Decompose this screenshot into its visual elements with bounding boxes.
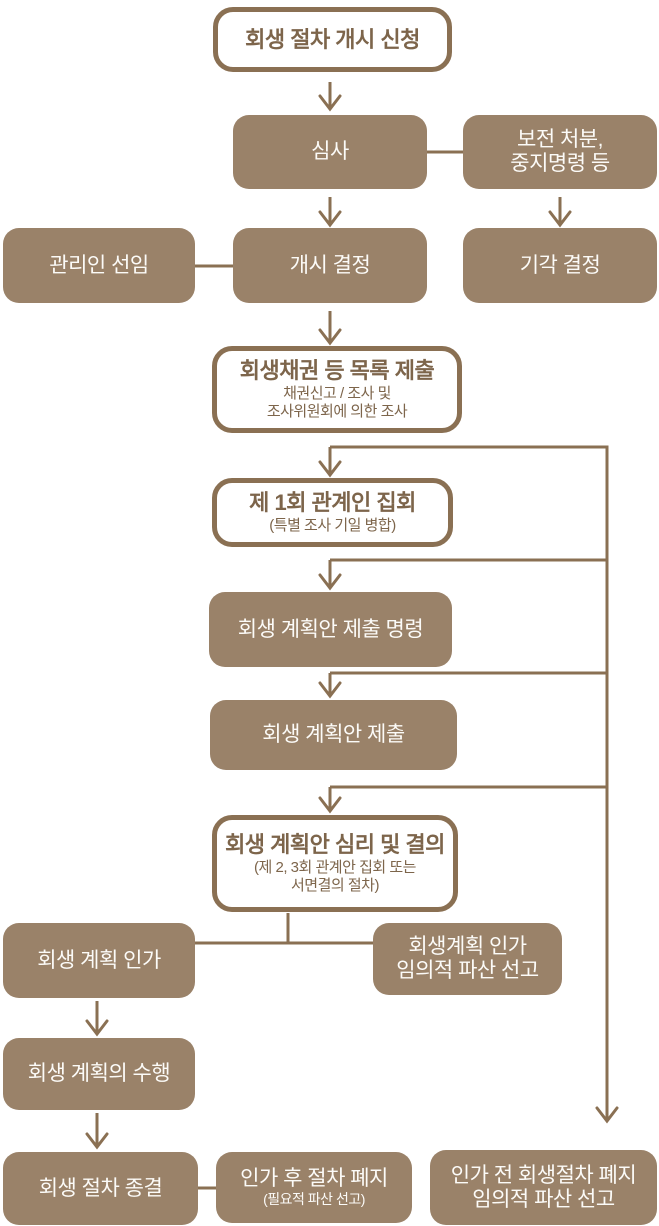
node-plan-submission: 회생 계획안 제출 xyxy=(210,700,457,770)
node-title: 회생 계획의 수행 xyxy=(27,1062,171,1086)
node-title: 회생 계획안 제출 xyxy=(262,723,405,747)
node-commencement-decision: 개시 결정 xyxy=(233,228,427,303)
node-title: 인가 전 회생절차 폐지 임의적 파산 선고 xyxy=(450,1163,637,1211)
node-screening: 심사 xyxy=(233,115,427,189)
node-subtitle: (특별 조사 기일 병합) xyxy=(269,516,396,534)
node-dismissal-decision: 기각 결정 xyxy=(463,228,657,303)
node-custodian-appointment: 관리인 선임 xyxy=(3,228,195,303)
node-title: 인가 후 절차 폐지 xyxy=(240,1166,388,1190)
node-plan-execution: 회생 계획의 수행 xyxy=(3,1038,195,1110)
node-title: 심사 xyxy=(311,140,349,164)
node-title: 관리인 선임 xyxy=(49,253,149,277)
node-subtitle: (필요적 파산 선고) xyxy=(263,1190,365,1207)
node-title: 회생 절차 종결 xyxy=(38,1176,163,1200)
node-title: 보전 처분, 중지명령 등 xyxy=(510,128,610,175)
node-title: 개시 결정 xyxy=(289,253,371,277)
node-title: 회생채권 등 목록 제출 xyxy=(239,357,435,383)
node-title: 회생 계획안 제출 명령 xyxy=(237,617,424,641)
node-plan-approval: 회생 계획 인가 xyxy=(3,923,195,998)
node-application-start: 회생 절차 개시 신청 xyxy=(213,7,452,72)
node-title: 제 1회 관계인 집회 xyxy=(249,489,416,515)
node-pre-approval-abolition: 인가 전 회생절차 폐지 임의적 파산 선고 xyxy=(430,1150,657,1225)
node-title: 기각 결정 xyxy=(519,253,601,277)
node-first-stakeholders-meeting: 제 1회 관계인 집회 (특별 조사 기일 병합) xyxy=(212,478,453,547)
connector-right-trunk xyxy=(330,445,619,1124)
node-subtitle: 채권신고 / 조사 및 조사위원회에 의한 조사 xyxy=(266,384,408,421)
node-title: 회생 절차 개시 신청 xyxy=(245,26,420,52)
node-plan-submission-order: 회생 계획안 제출 명령 xyxy=(209,592,452,667)
node-post-approval-abolition: 인가 후 절차 폐지 (필요적 파산 선고) xyxy=(216,1152,412,1223)
node-preservation-order: 보전 처분, 중지명령 등 xyxy=(463,115,657,189)
node-title: 회생계획 인가 임의적 파산 선고 xyxy=(396,935,539,982)
node-subtitle: (제 2, 3회 관계안 집회 또는 서면결의 절차) xyxy=(254,858,416,895)
node-title: 회생 계획 인가 xyxy=(37,948,161,972)
node-procedure-closure: 회생 절차 종결 xyxy=(3,1152,198,1225)
node-approval-voluntary-bankruptcy: 회생계획 인가 임의적 파산 선고 xyxy=(373,923,562,995)
node-title: 회생 계획안 심리 및 결의 xyxy=(225,831,445,857)
node-plan-review-and-resolution: 회생 계획안 심리 및 결의 (제 2, 3회 관계안 집회 또는 서면결의 절… xyxy=(212,815,458,912)
node-claims-list-submission: 회생채권 등 목록 제출 채권신고 / 조사 및 조사위원회에 의한 조사 xyxy=(212,346,462,433)
